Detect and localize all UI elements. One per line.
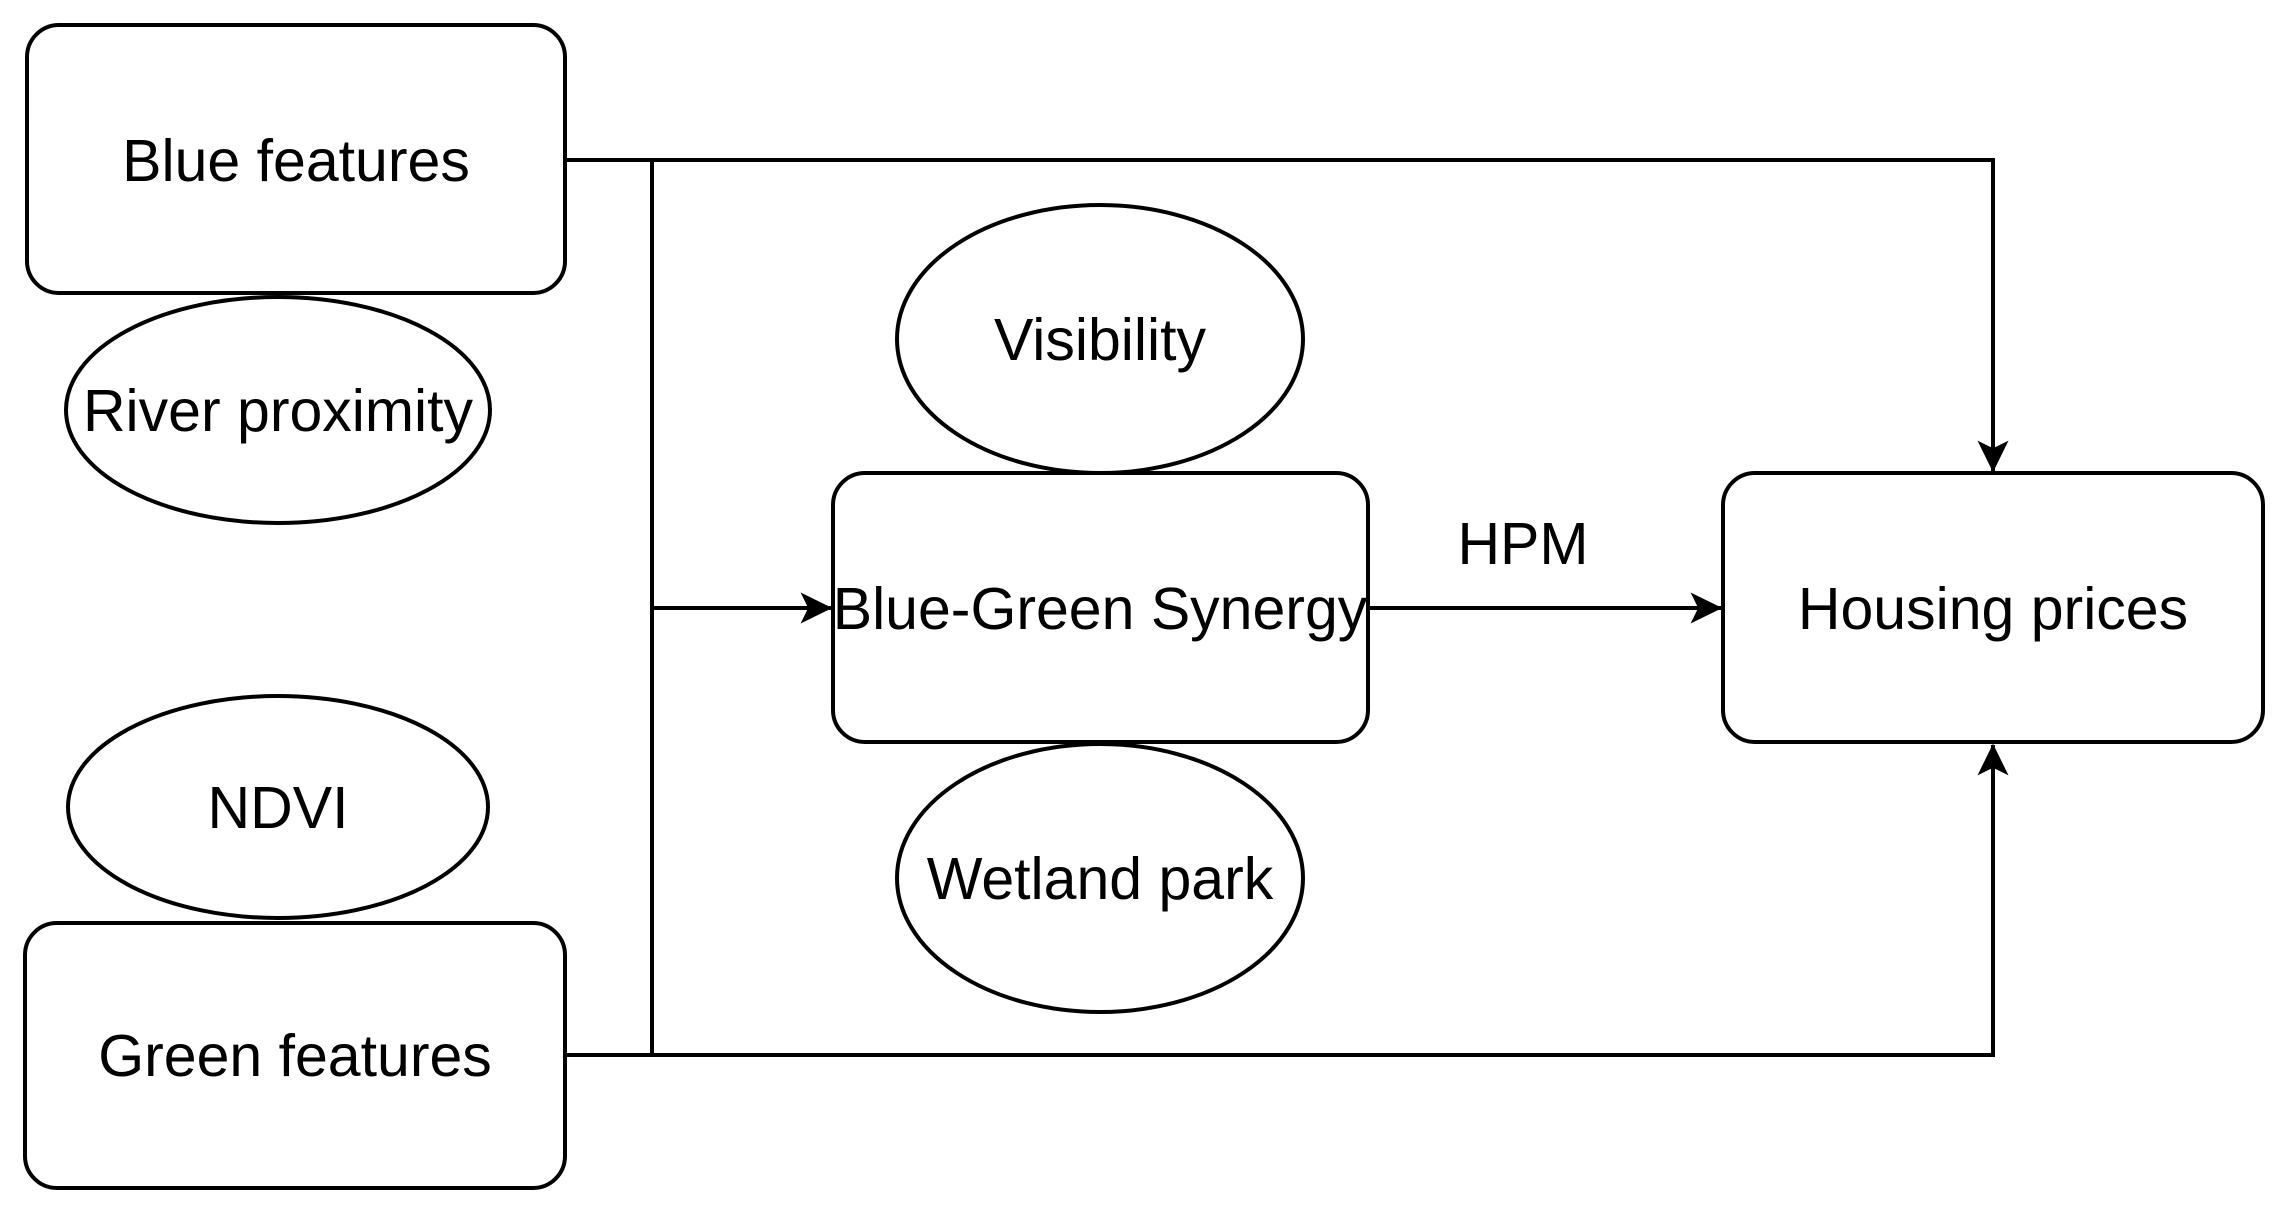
wetland-park-ellipse [895, 742, 1305, 1014]
housing-prices-box [1721, 471, 2265, 744]
node-green-features: Green features [23, 921, 567, 1190]
edges-layer: HPM [565, 158, 2009, 1057]
ndvi-ellipse [66, 694, 490, 920]
node-visibility: Visibility [895, 203, 1305, 475]
blue-green-synergy-box [831, 471, 1370, 744]
blue-features-label: Blue features [122, 128, 470, 194]
green-features-box [23, 921, 567, 1190]
river-proximity-ellipse [64, 295, 492, 525]
visibility-label: Visibility [994, 307, 1207, 373]
river-proximity-label: River proximity [83, 378, 474, 444]
ndvi-label: NDVI [208, 775, 349, 841]
edge-green-features-to-housing-prices [565, 743, 2009, 1057]
wetland-park-label: Wetland park [927, 846, 1274, 912]
node-ndvi: NDVI [66, 694, 490, 920]
blue-green-synergy-label: Blue-Green Synergy [833, 576, 1368, 642]
node-housing-prices: Housing prices [1721, 471, 2265, 744]
node-blue-green-synergy: Blue-Green Synergy [831, 471, 1370, 744]
node-wetland-park: Wetland park [895, 742, 1305, 1014]
node-river-proximity: River proximity [64, 295, 492, 525]
blue-features-box [25, 23, 567, 295]
hpm-edge-label: HPM [1457, 511, 1588, 577]
green-features-label: Green features [98, 1023, 492, 1089]
node-blue-features: Blue features [25, 23, 567, 295]
housing-prices-label: Housing prices [1798, 576, 2188, 642]
edge-blue-features-to-housing-prices [565, 158, 2009, 473]
